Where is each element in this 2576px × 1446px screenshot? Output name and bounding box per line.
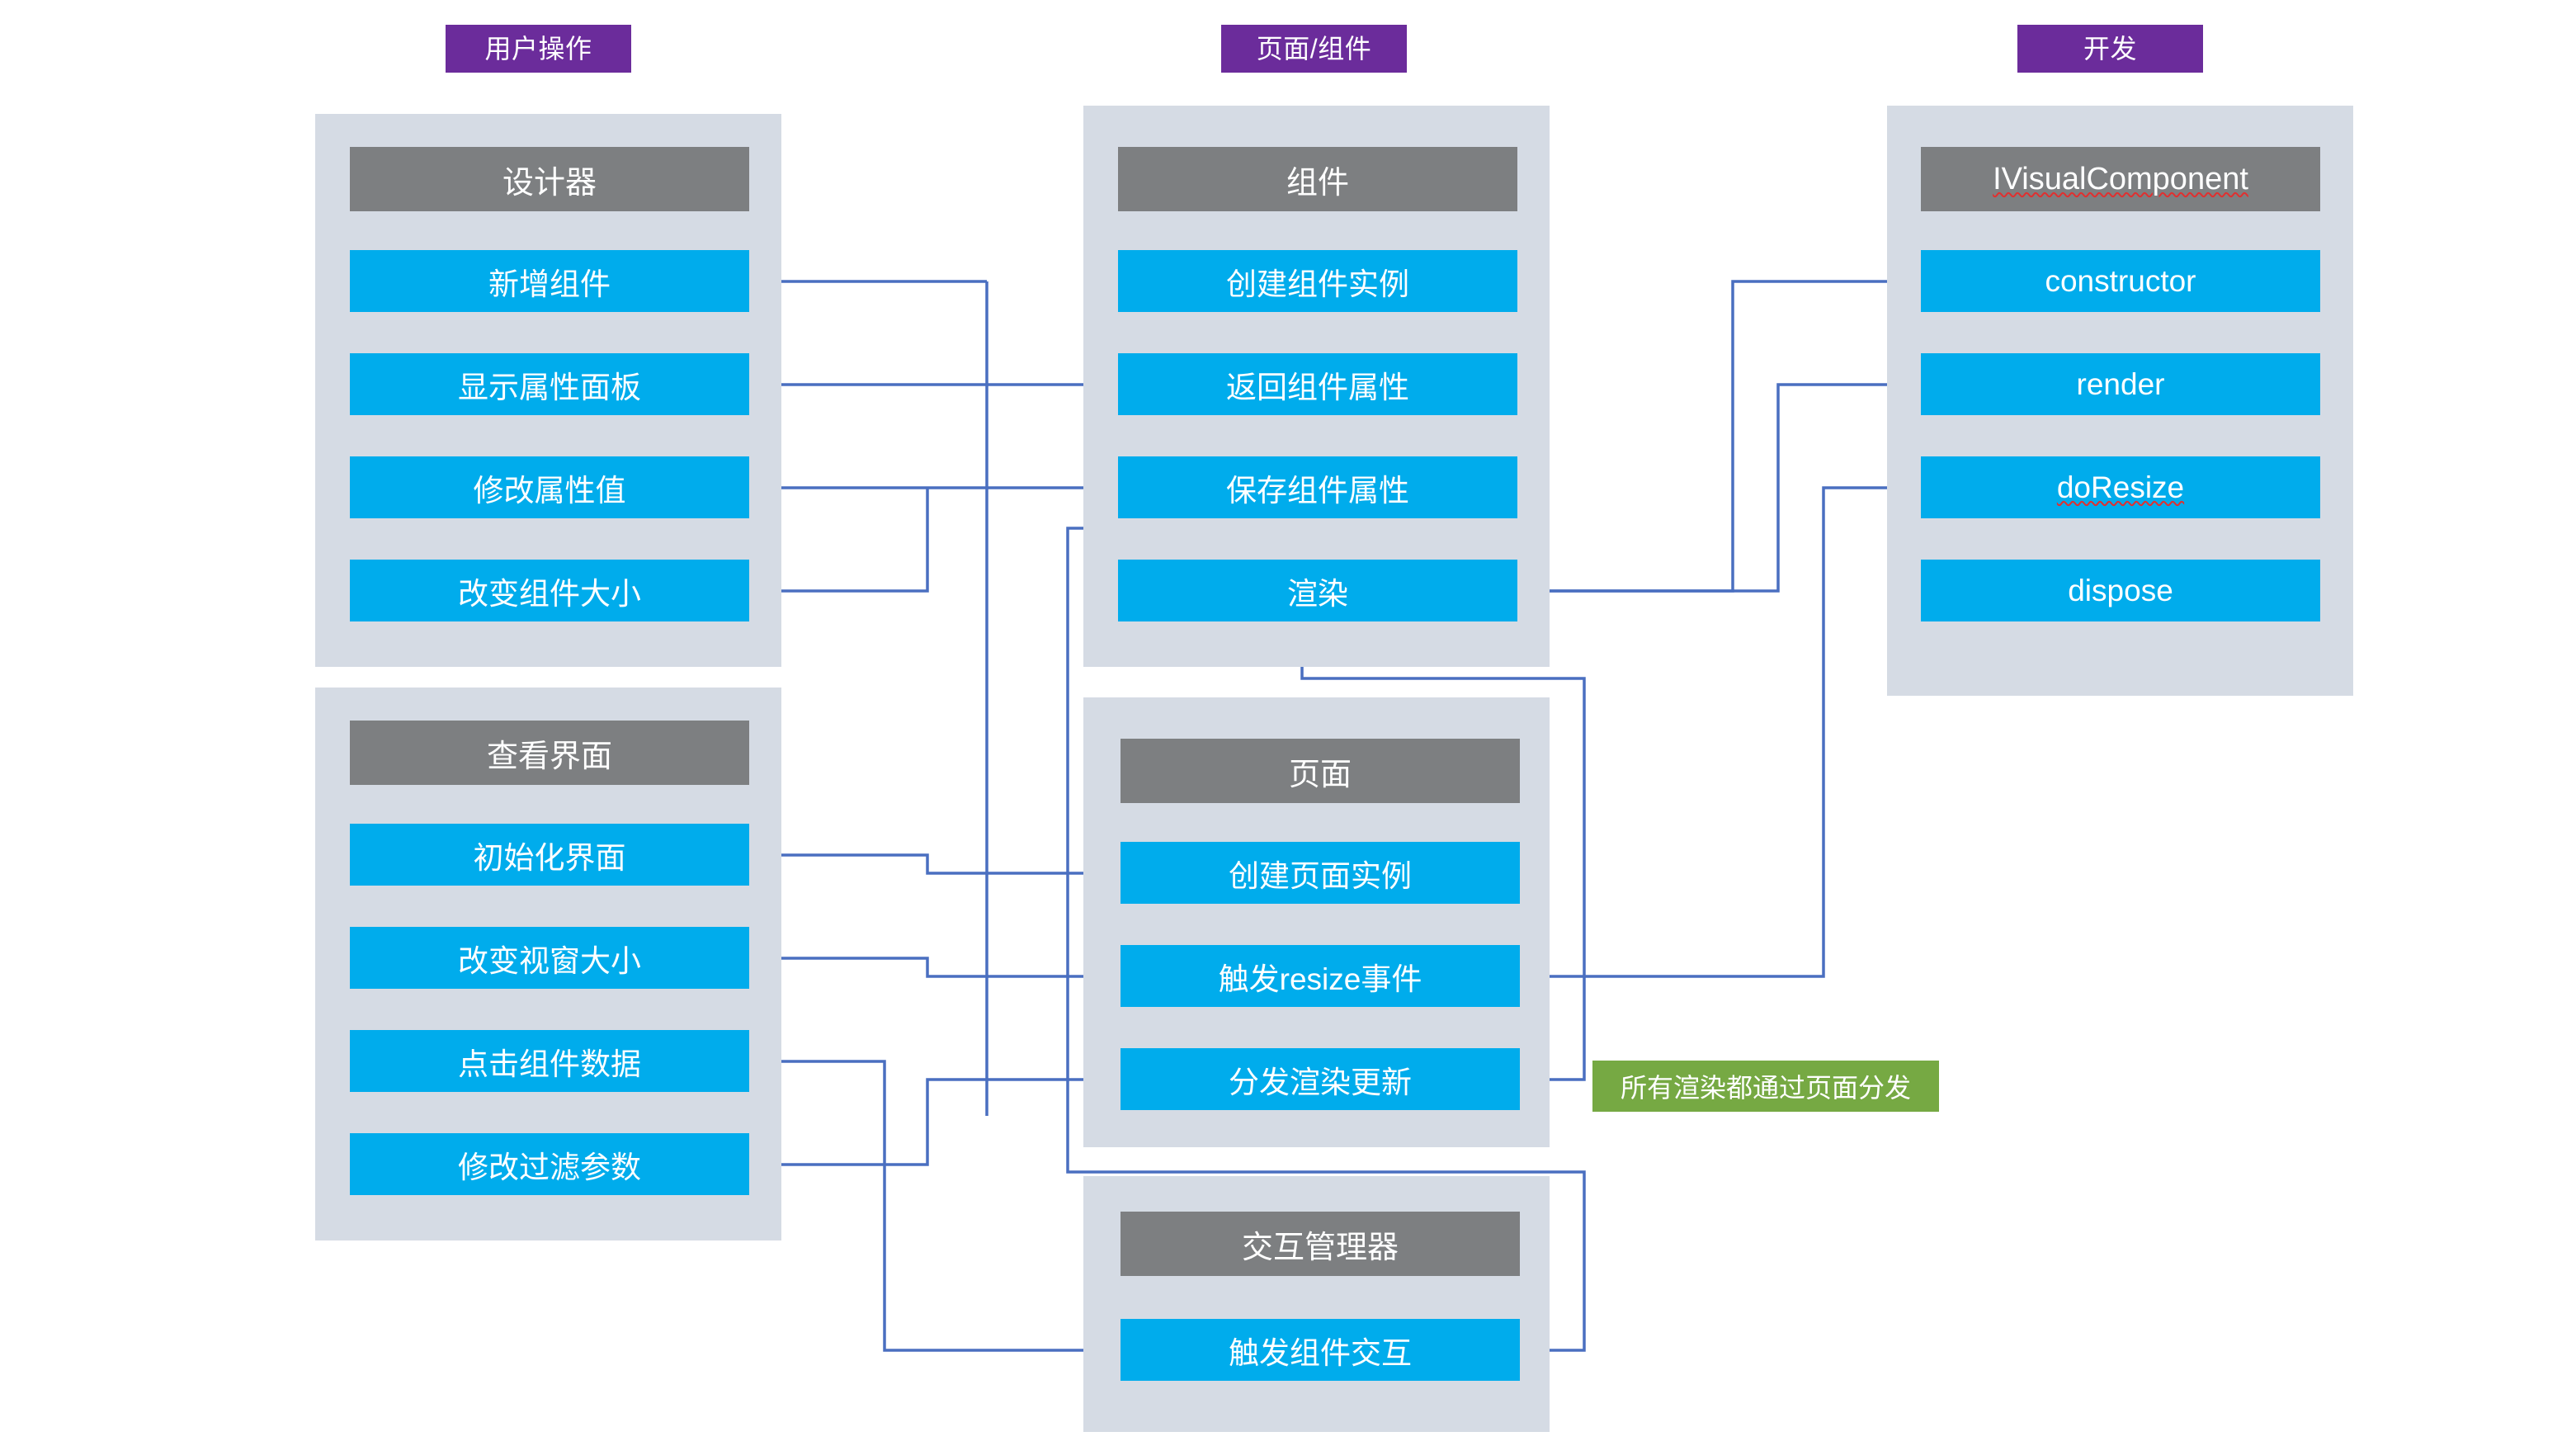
node-resize-component[interactable]: 改变组件大小 (350, 560, 749, 621)
node-label: render (2076, 366, 2165, 401)
group-title-component: 组件 (1118, 147, 1517, 211)
node-show-property-panel[interactable]: 显示属性面板 (350, 353, 749, 415)
group-title-page: 页面 (1121, 739, 1520, 803)
node-resize-window[interactable]: 改变视窗大小 (350, 927, 749, 989)
node-init-ui[interactable]: 初始化界面 (350, 824, 749, 886)
note-render-dispatch: 所有渲染都通过页面分发 (1592, 1061, 1939, 1112)
wire-render-to-render (1550, 380, 1910, 593)
node-label: 改变视窗大小 (458, 943, 641, 978)
group-title-interaction-manager: 交互管理器 (1121, 1212, 1520, 1276)
node-label: 修改过滤参数 (458, 1150, 641, 1184)
node-label: 分发渲染更新 (1229, 1065, 1412, 1099)
wire-init-ui (749, 853, 1107, 878)
group-title-label: IVisualComponent (1993, 161, 2248, 196)
group-title-label: 查看界面 (486, 739, 612, 774)
wire-filter-params (749, 1075, 1107, 1166)
group-title-label: 组件 (1286, 165, 1349, 201)
node-label: 初始化界面 (473, 840, 626, 875)
node-label: 改变组件大小 (458, 576, 641, 611)
node-trigger-component-interaction[interactable]: 触发组件交互 (1121, 1319, 1520, 1381)
node-label: 返回组件属性 (1226, 370, 1409, 404)
node-constructor[interactable]: constructor (1921, 250, 2320, 312)
node-label: 显示属性面板 (458, 370, 641, 404)
node-add-component[interactable]: 新增组件 (350, 250, 749, 312)
lane-chip-label: 用户操作 (484, 34, 592, 64)
lane-chip-page-component: 页面/组件 (1221, 25, 1407, 73)
node-trigger-resize-event[interactable]: 触发resize事件 (1121, 945, 1520, 1007)
node-dispatch-render-update[interactable]: 分发渲染更新 (1121, 1048, 1520, 1110)
group-title-label: 交互管理器 (1241, 1230, 1399, 1265)
node-create-component-instance[interactable]: 创建组件实例 (1118, 250, 1517, 312)
node-edit-property-value[interactable]: 修改属性值 (350, 456, 749, 518)
node-label: 触发resize事件 (1218, 962, 1422, 996)
node-label: 点击组件数据 (458, 1047, 641, 1081)
node-dispose[interactable]: dispose (1921, 560, 2320, 621)
node-label: 修改属性值 (473, 473, 626, 508)
node-label: 创建页面实例 (1229, 858, 1412, 893)
node-doresize[interactable]: doResize (1921, 456, 2320, 518)
lane-chip-development: 开发 (2017, 25, 2203, 73)
node-edit-filter-params[interactable]: 修改过滤参数 (350, 1133, 749, 1195)
wire-resize-event-to-doresize (1550, 483, 1910, 978)
node-label: doResize (2056, 470, 2185, 504)
lane-chip-user-actions: 用户操作 (446, 25, 631, 73)
node-label: 保存组件属性 (1226, 473, 1409, 508)
group-title-designer: 设计器 (350, 147, 749, 211)
node-click-component-data[interactable]: 点击组件数据 (350, 1030, 749, 1092)
lane-chip-label: 页面/组件 (1256, 34, 1372, 64)
lane-chip-label: 开发 (2083, 34, 2137, 64)
wire-click-data (749, 1060, 1107, 1355)
note-label: 所有渲染都通过页面分发 (1620, 1073, 1911, 1103)
group-title-label: 设计器 (502, 165, 597, 201)
node-label: 新增组件 (488, 267, 611, 301)
node-label: dispose (2068, 573, 2173, 607)
group-title-viewer: 查看界面 (350, 721, 749, 785)
node-label: 触发组件交互 (1229, 1335, 1412, 1370)
node-label: 渲染 (1287, 576, 1348, 611)
wire-render-to-constructor (1550, 276, 1910, 593)
node-label: constructor (2045, 263, 2196, 298)
node-render-method[interactable]: render (1921, 353, 2320, 415)
node-save-component-props[interactable]: 保存组件属性 (1118, 456, 1517, 518)
node-create-page-instance[interactable]: 创建页面实例 (1121, 842, 1520, 904)
node-return-component-props[interactable]: 返回组件属性 (1118, 353, 1517, 415)
node-render[interactable]: 渲染 (1118, 560, 1517, 621)
node-label: 创建组件实例 (1226, 267, 1409, 301)
group-title-label: 页面 (1288, 757, 1352, 792)
wire-resize-window (749, 957, 1107, 981)
group-title-ivisualcomponent: IVisualComponent (1921, 147, 2320, 211)
